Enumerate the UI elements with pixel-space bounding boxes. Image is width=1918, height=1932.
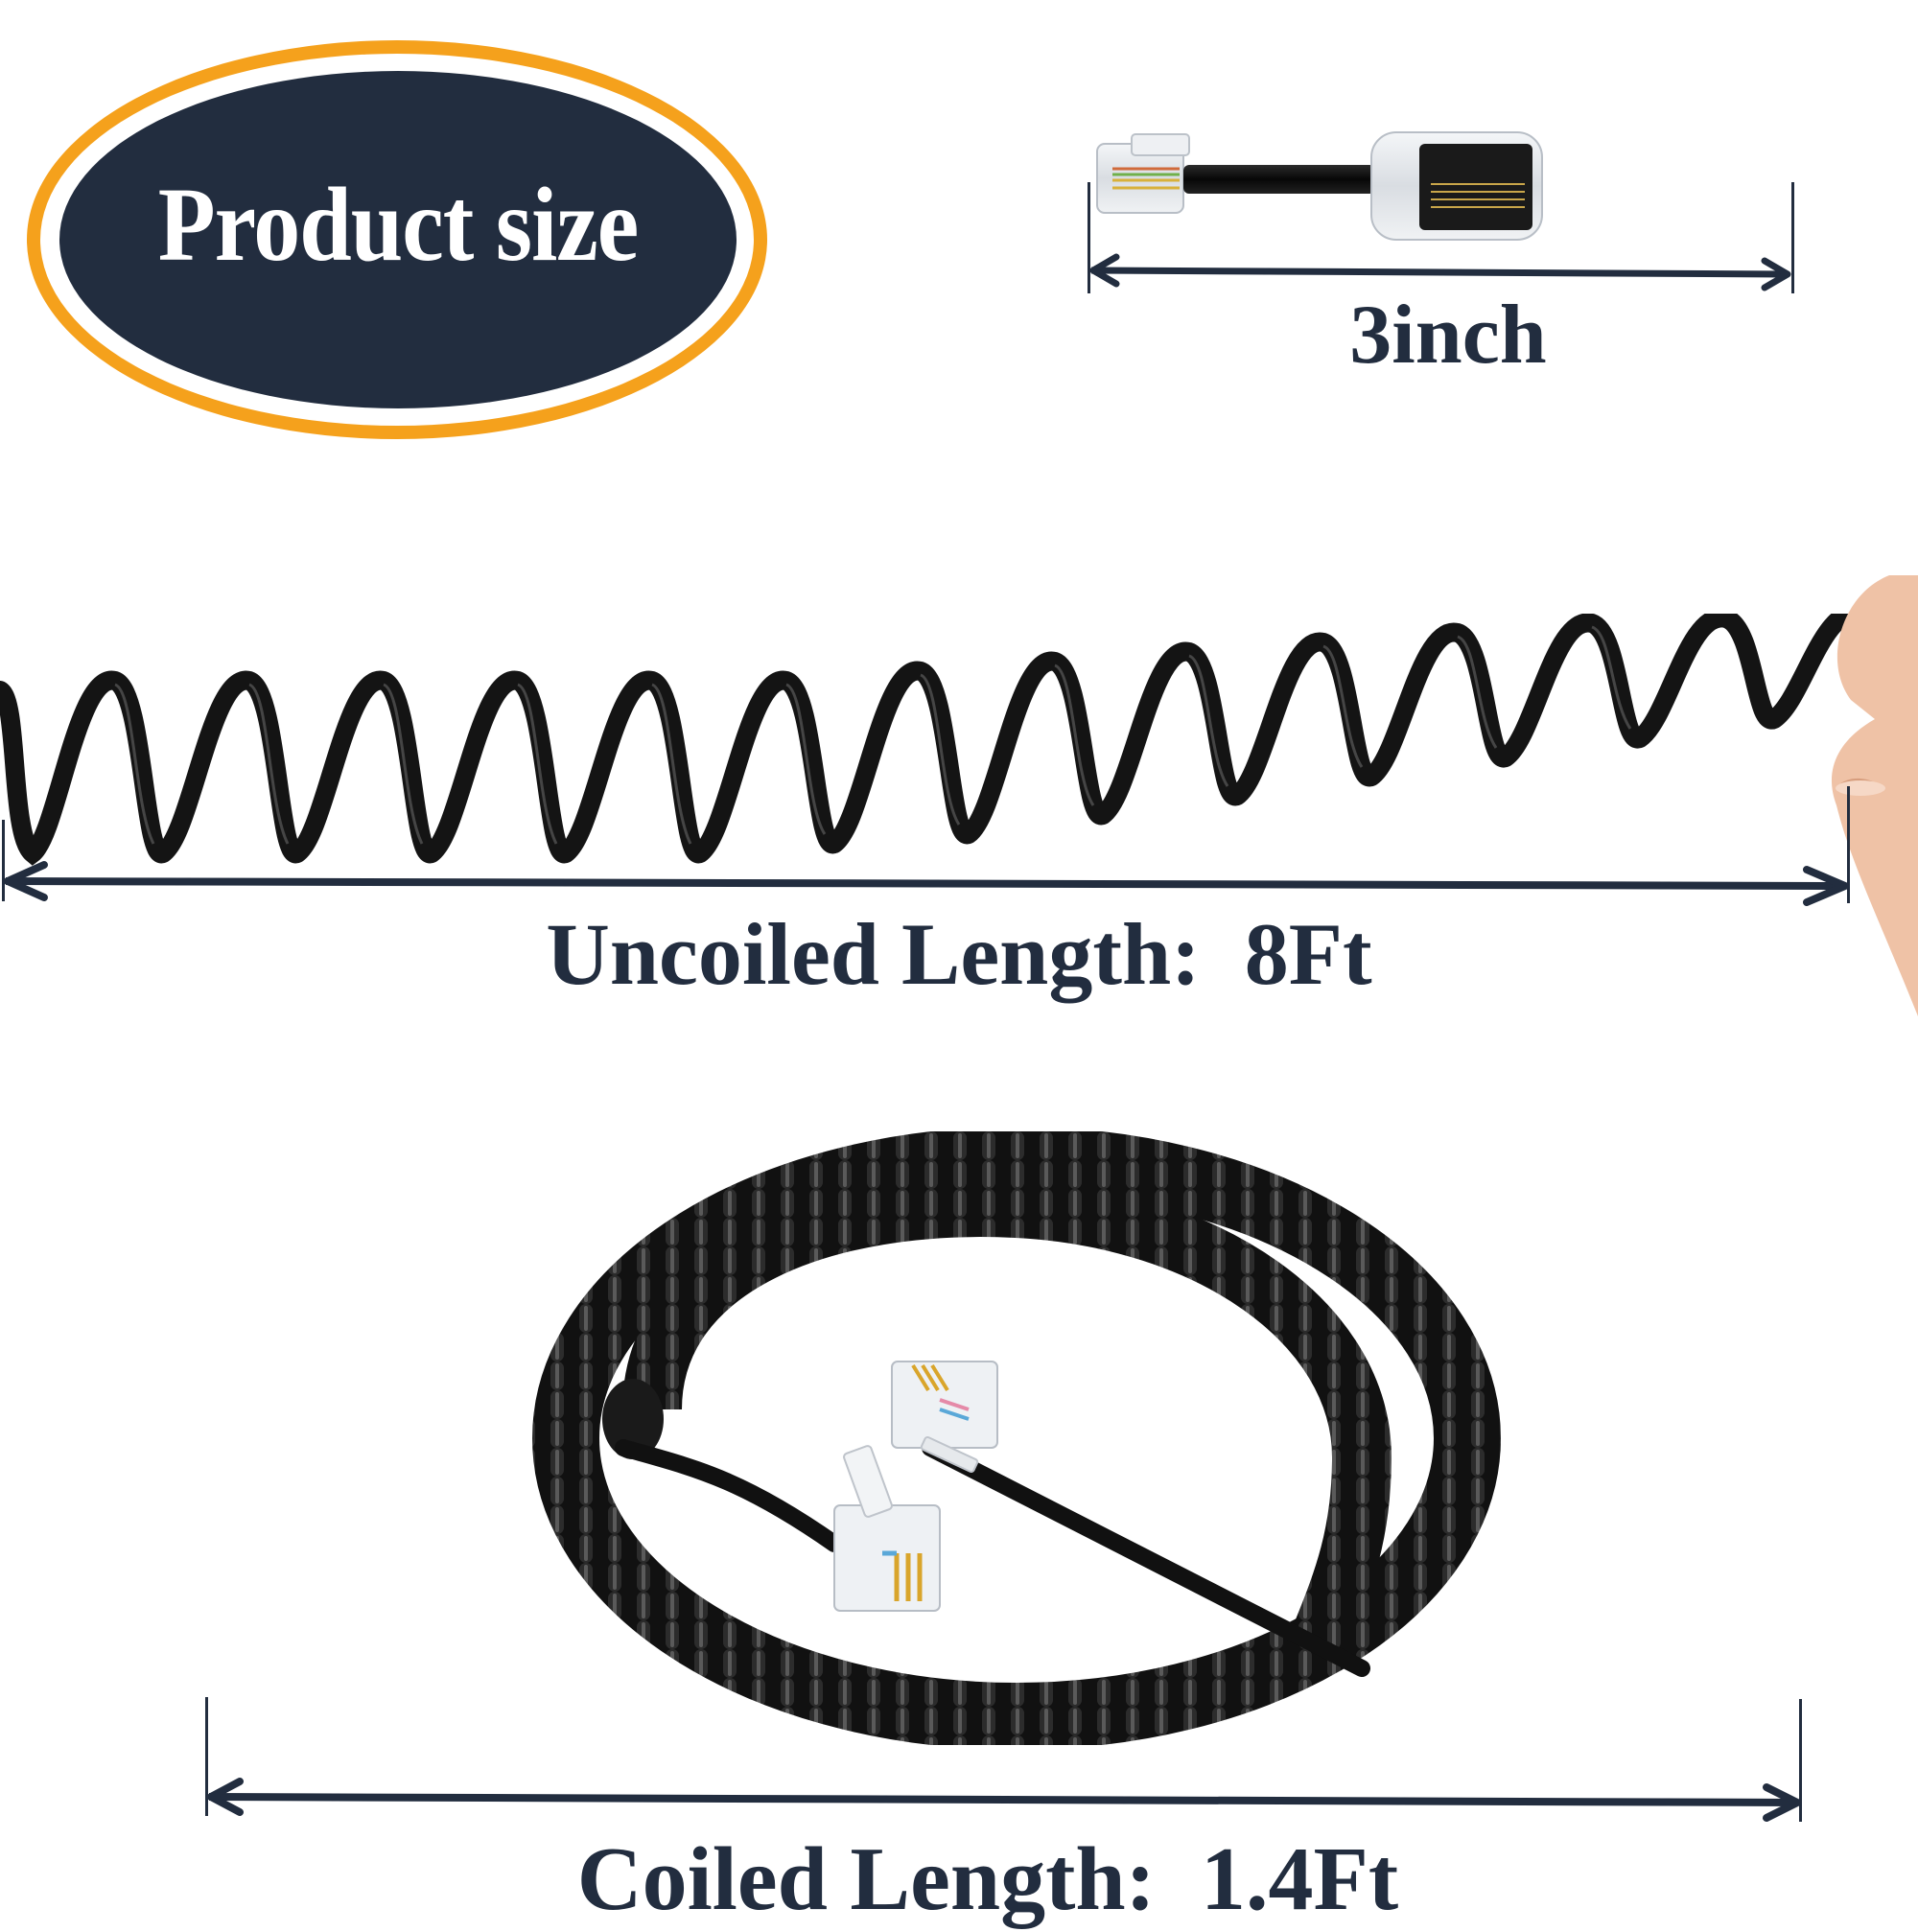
coiled-dimension-tick-right [1799, 1699, 1802, 1822]
uncoiled-dimension-arrow [4, 861, 1849, 906]
uncoiled-length-label: Uncoiled Length: 8Ft [546, 905, 1372, 1003]
coiled-dimension-arrow [207, 1778, 1801, 1822]
adapter-dimension-arrow [1089, 253, 1791, 291]
badge-title: Product size [157, 167, 640, 284]
adapter-length-label: 3inch [1349, 289, 1547, 382]
coiled-cable-image [532, 1131, 1501, 1745]
adapter-cable-image [1096, 131, 1543, 241]
product-size-badge [59, 71, 737, 408]
adapter-dimension-tick-right [1791, 182, 1794, 293]
adapter-dimension-tick-left [1088, 182, 1090, 293]
coiled-dimension-tick-left [205, 1697, 208, 1816]
uncoiled-cable-image [0, 614, 1918, 866]
hand-holding-cable [1831, 575, 1918, 1016]
uncoiled-dimension-tick-left [2, 820, 5, 901]
coiled-length-label: Coiled Length: 1.4Ft [576, 1829, 1399, 1929]
uncoiled-dimension-tick-right [1847, 786, 1850, 903]
